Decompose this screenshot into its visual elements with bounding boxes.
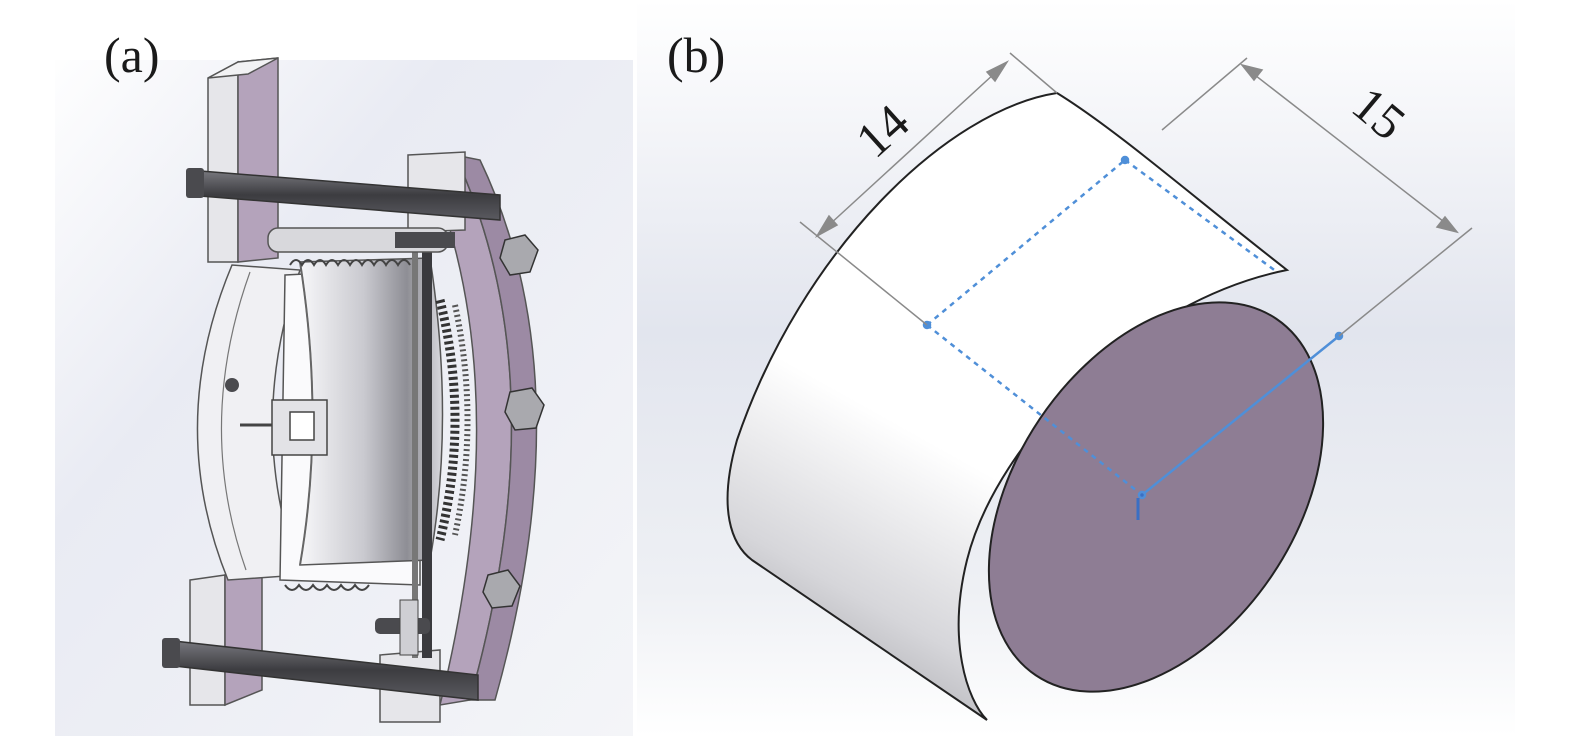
- top-cylinder: [267, 227, 455, 253]
- dimension-14: [799, 52, 1058, 326]
- cylinder-end-face: [987, 301, 1325, 693]
- cylinder-dimension-drawing: 14 15: [637, 0, 1515, 736]
- panel-a: (a): [0, 0, 635, 736]
- vertical-rod: [422, 228, 432, 658]
- flange-nuts: [225, 234, 545, 609]
- panel-label-a: (a): [104, 27, 160, 83]
- left-bracket: [189, 57, 279, 707]
- bottom-fasteners: [375, 599, 430, 656]
- clamp-block: [240, 399, 328, 456]
- spring-coils: [284, 259, 411, 591]
- panel-b: 14 15 (b): [637, 0, 1575, 736]
- bottom-tie-bolt: [162, 638, 479, 701]
- panel-divider: [633, 0, 637, 736]
- cylinder-body: [726, 91, 1325, 721]
- top-tie-bolt: [186, 168, 501, 221]
- assembly-cutaway-drawing: [0, 0, 635, 736]
- drum: [299, 257, 471, 566]
- panel-label-b: (b): [667, 27, 726, 83]
- dimension-15: [1161, 57, 1473, 337]
